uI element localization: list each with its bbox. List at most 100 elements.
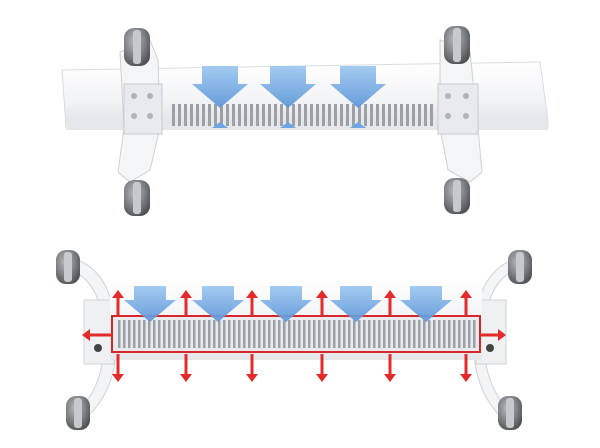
heater-grille: [172, 104, 433, 126]
grille-slot: [453, 320, 456, 348]
grille-slot: [143, 320, 146, 348]
grille-slot: [338, 320, 341, 348]
grille-slot: [398, 320, 401, 348]
heater-front-view: [0, 220, 600, 448]
grille-slot: [213, 320, 216, 348]
intake-arrow-tip: [280, 122, 296, 128]
grille-slot: [418, 104, 421, 126]
grille-slot: [328, 104, 331, 126]
grille-slot: [214, 104, 217, 126]
grille-slot: [158, 320, 161, 348]
grille-slot: [376, 104, 379, 126]
grille-slot: [412, 104, 415, 126]
grille-slot: [383, 320, 386, 348]
grille-slot: [292, 104, 295, 126]
exhaust-arrow: [316, 354, 328, 382]
grille-slot: [424, 104, 427, 126]
grille-slot: [278, 320, 281, 348]
exhaust-arrow: [246, 290, 258, 316]
grille-slot: [458, 320, 461, 348]
grille-slot: [133, 320, 136, 348]
wheel-bottom-right: [444, 178, 470, 214]
grille-slot: [283, 320, 286, 348]
grille-slot: [244, 104, 247, 126]
grille-slot: [368, 320, 371, 348]
grille-slot: [288, 320, 291, 348]
grille-slot: [382, 104, 385, 126]
wheel-top-right: [444, 26, 470, 64]
grille-slot: [403, 320, 406, 348]
grille-slot: [358, 320, 361, 348]
grille-slot: [394, 104, 397, 126]
exhaust-arrow: [180, 354, 192, 382]
exhaust-arrow: [112, 290, 124, 316]
exhaust-arrow: [460, 354, 472, 382]
grille-slot: [250, 104, 253, 126]
wheel-front-top-left: [56, 250, 80, 284]
grille-slot: [358, 104, 361, 126]
grille-slot: [262, 104, 265, 126]
grille-slot: [188, 320, 191, 348]
grille-slot: [253, 320, 256, 348]
heater-top-view-drawing: [61, 26, 549, 216]
grille-slot: [153, 320, 156, 348]
grille-slot: [238, 320, 241, 348]
grille-slot: [346, 104, 349, 126]
grille-slot: [274, 104, 277, 126]
grille-slot: [353, 320, 356, 348]
exhaust-arrow: [82, 329, 112, 341]
grille-slot: [172, 104, 175, 126]
exhaust-arrow: [480, 329, 506, 341]
grille-slot: [348, 320, 351, 348]
grille-slot: [268, 320, 271, 348]
grille-slot: [352, 104, 355, 126]
grille-slot: [304, 104, 307, 126]
wheel-front-bottom-left: [66, 396, 90, 430]
grille-slot: [428, 320, 431, 348]
grille-slot: [433, 320, 436, 348]
grille-slot: [226, 104, 229, 126]
grille-slot: [423, 320, 426, 348]
grille-slot: [308, 320, 311, 348]
grille-slot: [333, 320, 336, 348]
grille-slot: [178, 104, 181, 126]
intake-arrow: [330, 286, 382, 322]
wheel-front-top-right: [508, 250, 532, 284]
grille-slot: [168, 320, 171, 348]
grille-slot: [343, 320, 346, 348]
intake-arrow: [260, 286, 312, 322]
grille-slot: [190, 104, 193, 126]
heater-front-view-drawing: [56, 250, 532, 430]
intake-arrow: [192, 286, 244, 322]
wheel-top-left: [124, 28, 150, 66]
grille-slot: [173, 320, 176, 348]
grille-slot: [256, 104, 259, 126]
grille-slot: [408, 320, 411, 348]
heater-front-grille: [118, 320, 476, 348]
left-foot: [117, 39, 163, 183]
grille-slot: [268, 104, 271, 126]
grille-slot: [248, 320, 251, 348]
intake-arrow: [330, 66, 386, 108]
grille-slot: [468, 320, 471, 348]
exhaust-arrow: [112, 354, 124, 382]
grille-slot: [243, 320, 246, 348]
grille-slot: [293, 320, 296, 348]
grille-slot: [202, 104, 205, 126]
grille-slot: [280, 104, 283, 126]
grille-slot: [340, 104, 343, 126]
grille-slot: [196, 104, 199, 126]
grille-slot: [328, 320, 331, 348]
grille-slot: [223, 320, 226, 348]
grille-slot: [400, 104, 403, 126]
intake-arrow: [124, 286, 176, 322]
exhaust-arrow: [316, 290, 328, 316]
grille-slot: [228, 320, 231, 348]
left-leg: [64, 259, 117, 421]
grille-slot: [178, 320, 181, 348]
grille-slot: [218, 320, 221, 348]
exhaust-arrows: [82, 290, 506, 382]
grille-slot: [418, 320, 421, 348]
exhaust-arrow: [460, 290, 472, 316]
grille-slot: [370, 104, 373, 126]
